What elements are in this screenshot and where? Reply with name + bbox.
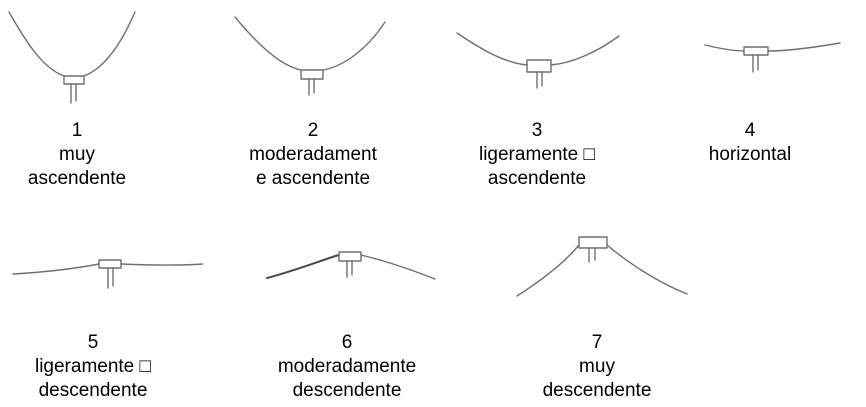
item-number: 7	[591, 332, 603, 353]
item-label-line1: moderadament	[249, 144, 377, 165]
item-number: 5	[87, 332, 99, 353]
moderately-ascending-sketch	[234, 16, 386, 96]
very-descending-sketch	[516, 236, 688, 297]
item-label-line1: moderadamente	[277, 356, 417, 377]
item-label-line2: e ascendente	[255, 168, 371, 189]
item-label-line1: ligeramente □	[478, 144, 596, 165]
item-label-line1: horizontal	[708, 144, 792, 165]
shape-item-2: 2 moderadament e ascendente	[223, 0, 403, 200]
slightly-descending-sketch	[12, 259, 203, 289]
item-label-line2: descendente	[292, 380, 402, 401]
slightly-ascending-sketch	[456, 32, 620, 89]
item-label-line1: ligeramente □	[34, 356, 152, 377]
shape-item-3: 3 ligeramente □ ascendente	[447, 0, 627, 200]
shape-item-5: 5 ligeramente □ descendente	[3, 200, 203, 407]
horizontal-sketch	[704, 42, 841, 73]
item-number: 4	[744, 120, 756, 141]
item-label-line2: ascendente	[487, 168, 587, 189]
item-number: 2	[307, 120, 319, 141]
shape-item-4: 4 horizontal	[660, 0, 841, 200]
shape-item-1: 1 muy ascendente	[0, 0, 167, 200]
moderately-descending-sketch	[266, 251, 436, 280]
item-number: 6	[341, 332, 353, 353]
shape-item-6: 6 moderadamente descendente	[257, 200, 437, 407]
item-label-line1: muy	[59, 144, 95, 165]
item-label-line2: descendente	[542, 380, 652, 401]
item-label-line2: ascendente	[27, 168, 127, 189]
very-ascending-sketch	[8, 11, 136, 104]
item-number: 1	[71, 120, 83, 141]
shape-item-7: 7 muy descendente	[507, 200, 688, 407]
item-number: 3	[531, 120, 543, 141]
item-label-line1: muy	[579, 356, 615, 377]
item-label-line2: descendente	[38, 380, 148, 401]
